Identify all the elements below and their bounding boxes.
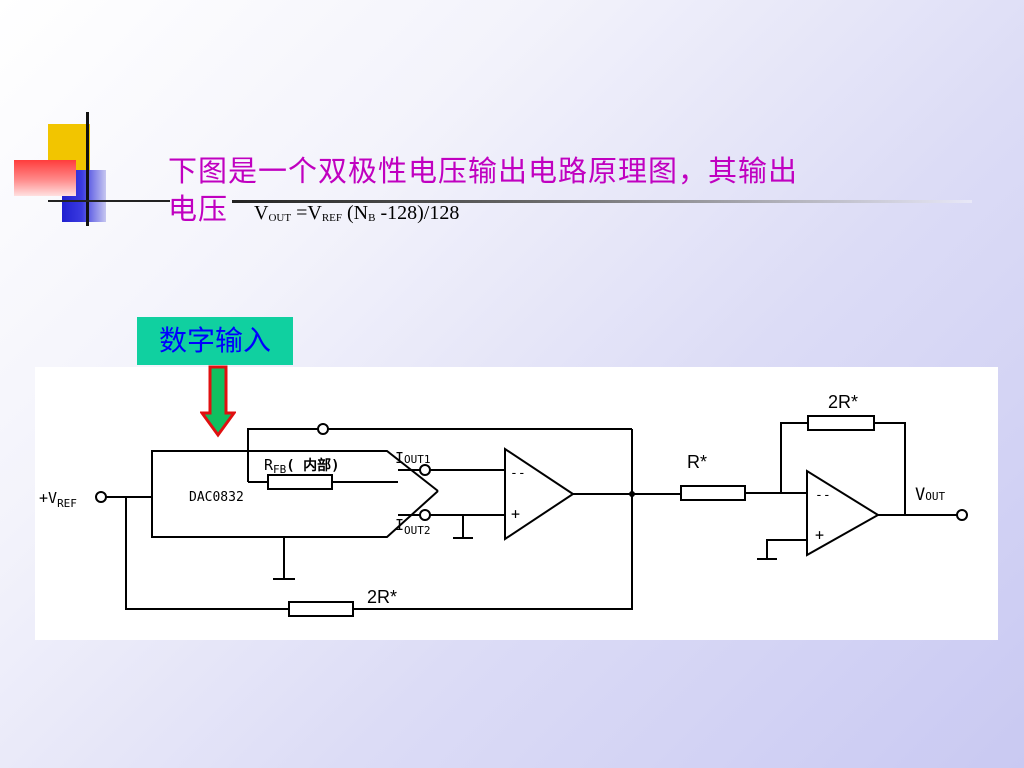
bottom-2r-label: 2R* xyxy=(367,587,397,607)
iout1-terminal xyxy=(419,464,431,476)
opamp2-plus: + xyxy=(815,526,824,544)
rfb-resistor xyxy=(267,474,333,490)
decor-red-square xyxy=(14,160,76,196)
feedback-2r-label: 2R* xyxy=(828,392,858,412)
decor-horizontal-line xyxy=(232,200,972,203)
junction-dot xyxy=(629,491,635,497)
feedback-2r-resistor xyxy=(807,415,875,431)
down-arrow-icon xyxy=(200,365,236,438)
top-node xyxy=(317,423,329,435)
title-line-2-text: 电压 xyxy=(168,192,229,226)
bottom-2r-resistor xyxy=(288,601,354,617)
vout-terminal xyxy=(956,509,968,521)
output-voltage-formula: VOUT =VREF (NB -128)/128 xyxy=(254,202,460,224)
dac-box xyxy=(151,450,439,538)
title-line-2: 电压 VOUT =VREF (NB -128)/128 xyxy=(168,190,928,237)
dac-label: DAC0832 xyxy=(189,490,244,505)
opamp1-plus: + xyxy=(511,505,520,523)
opamp1-minus: -- xyxy=(510,466,526,481)
iout2-terminal xyxy=(419,509,431,521)
r-star-label: R* xyxy=(687,452,707,472)
opamp-1 xyxy=(504,447,575,541)
wire-feedback-left xyxy=(780,422,808,493)
decor-horizontal-line-left xyxy=(48,200,170,202)
circuit-diagram: +VREF DAC0832 RFB( 内部) IOUT1 IOUT2 -- + … xyxy=(39,392,968,617)
vref-label: +VREF xyxy=(39,489,77,510)
wire-top-loop xyxy=(247,428,318,451)
iout1-label: IOUT1 xyxy=(395,449,431,467)
wire-bottom-loop-left xyxy=(125,497,289,610)
wire-bottom-loop-right xyxy=(353,494,633,610)
opamp-2 xyxy=(806,469,880,557)
decor-vertical-line xyxy=(86,112,89,226)
circuit-panel: +VREF DAC0832 RFB( 内部) IOUT1 IOUT2 -- + … xyxy=(35,367,998,640)
vref-terminal xyxy=(95,491,107,503)
rfb-label: RFB( 内部) xyxy=(264,456,340,476)
iout2-label: IOUT2 xyxy=(395,516,431,537)
opamp2-minus: -- xyxy=(815,488,831,503)
slide-title: 下图是一个双极性电压输出电路原理图，其输出 电压 VOUT =VREF (NB -… xyxy=(168,152,928,237)
wire-feedback-right xyxy=(874,422,906,515)
digital-input-label: 数字输入 xyxy=(137,317,293,365)
opamp2-ground-wire xyxy=(766,539,807,559)
vout-label: VOUT xyxy=(915,485,945,505)
title-line-1: 下图是一个双极性电压输出电路原理图，其输出 xyxy=(168,154,799,188)
r-star-resistor xyxy=(680,485,746,501)
